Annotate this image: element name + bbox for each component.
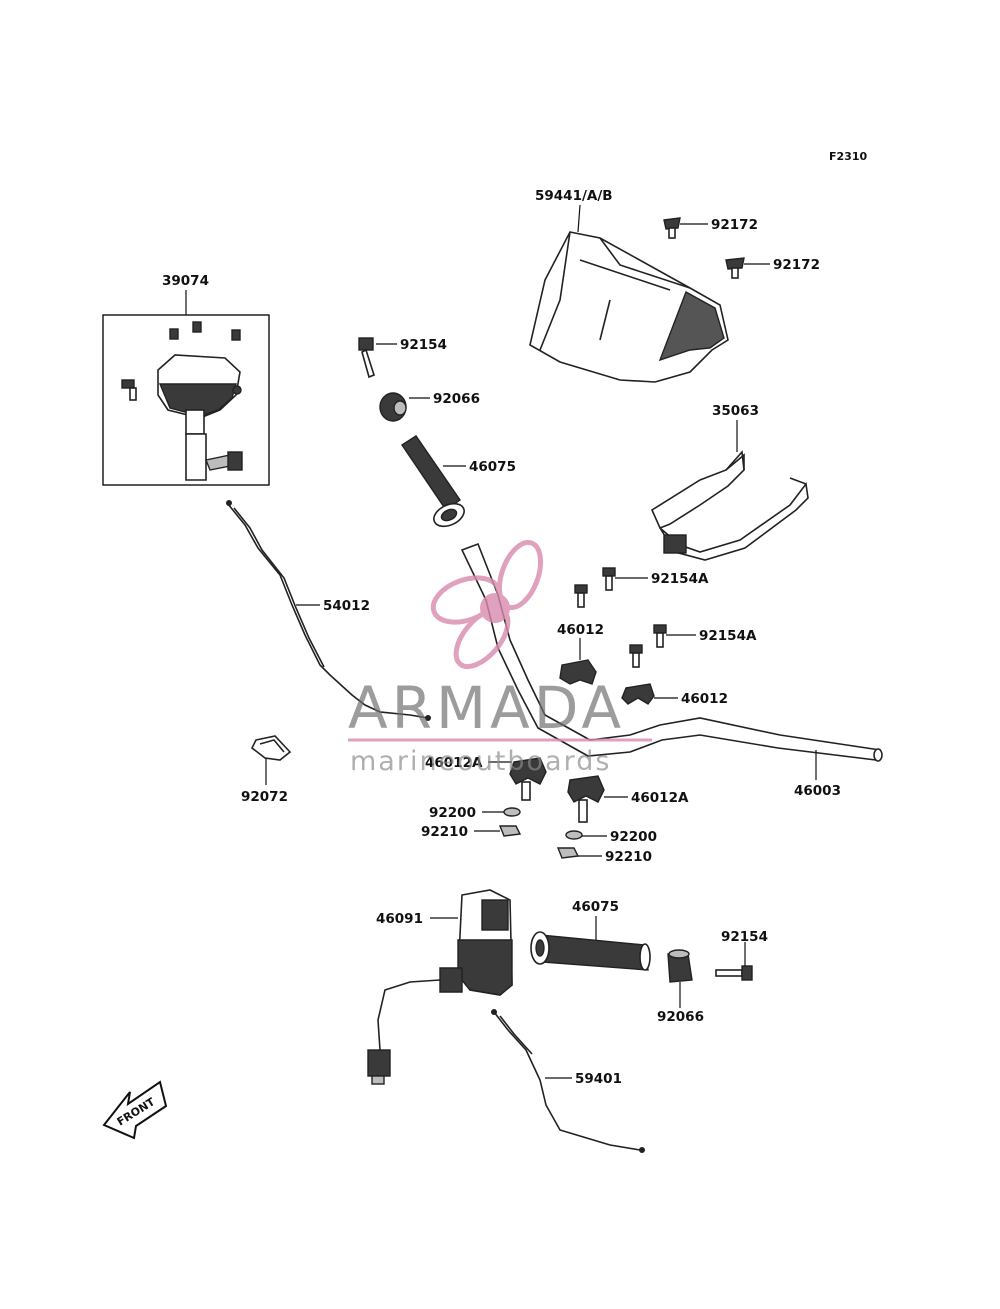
watermark-tagline: marineoutboards bbox=[350, 746, 611, 777]
label-92066-bottom: 92066 bbox=[657, 1009, 704, 1025]
label-46091: 46091 bbox=[376, 911, 423, 927]
throttle-cable-54012 bbox=[227, 503, 429, 719]
label-92210-a: 92210 bbox=[421, 824, 468, 840]
label-92210-b: 92210 bbox=[605, 849, 652, 865]
label-46075-bottom: 46075 bbox=[572, 899, 619, 915]
figure-code: F2310 bbox=[829, 150, 867, 163]
propeller-icon bbox=[430, 539, 544, 669]
label-92172-a: 92172 bbox=[711, 217, 758, 233]
label-35063: 35063 bbox=[712, 403, 759, 419]
handlebar-46003-part bbox=[460, 542, 883, 762]
windshield-cover-part bbox=[529, 231, 729, 383]
front-arrow: FRONT bbox=[102, 1080, 168, 1140]
grip-46075-bottom bbox=[530, 931, 651, 971]
cable-59401 bbox=[493, 1011, 641, 1151]
label-59441: 59441/A/B bbox=[535, 188, 613, 204]
bolt-92154A-a bbox=[574, 567, 616, 608]
weight-92066-top bbox=[379, 392, 407, 422]
label-46012-b: 46012 bbox=[681, 691, 728, 707]
clip-92072 bbox=[250, 735, 292, 761]
switch-housing-46091 bbox=[367, 889, 513, 1085]
holder-46012A-b bbox=[567, 775, 605, 823]
leader-59441 bbox=[577, 204, 581, 233]
throttle-case-part bbox=[121, 321, 243, 481]
bolt-92154A-b bbox=[629, 624, 667, 668]
nut-92210-a bbox=[498, 825, 522, 837]
label-92172-b: 92172 bbox=[773, 257, 820, 273]
bolt-92154-bottom bbox=[715, 965, 753, 981]
clamp-46012-a bbox=[559, 659, 597, 685]
washer-92200-a bbox=[503, 807, 521, 817]
grip-46075-top bbox=[401, 435, 465, 528]
nut-92210-b bbox=[556, 847, 580, 859]
label-92066-top: 92066 bbox=[433, 391, 480, 407]
label-46075-top: 46075 bbox=[469, 459, 516, 475]
watermark-logo: ARMADA marineoutboards bbox=[348, 539, 652, 777]
watermark-brand: ARMADA bbox=[348, 674, 625, 742]
label-59401: 59401 bbox=[575, 1071, 622, 1087]
label-46012-a: 46012 bbox=[557, 622, 604, 638]
screw-92172-a bbox=[663, 217, 681, 239]
label-92154A-b: 92154A bbox=[699, 628, 757, 644]
label-92200-a: 92200 bbox=[429, 805, 476, 821]
label-39074: 39074 bbox=[162, 273, 209, 289]
screw-92172-b bbox=[725, 257, 745, 279]
clamp-46012-b bbox=[621, 683, 655, 705]
bracket-35063-part bbox=[650, 450, 809, 561]
holder-46012A-a bbox=[509, 757, 547, 801]
washer-92200-b bbox=[565, 830, 583, 840]
label-92154-bottom: 92154 bbox=[721, 929, 768, 945]
label-92154A-a: 92154A bbox=[651, 571, 709, 587]
label-46012A-a: 46012A bbox=[425, 755, 483, 771]
label-92200-b: 92200 bbox=[610, 829, 657, 845]
label-46003: 46003 bbox=[794, 783, 841, 799]
weight-92066-bottom bbox=[667, 949, 693, 983]
label-92072: 92072 bbox=[241, 789, 288, 805]
label-92154-top: 92154 bbox=[400, 337, 447, 353]
bolt-92154-top bbox=[358, 337, 375, 379]
label-46012A-b: 46012A bbox=[631, 790, 689, 806]
label-54012: 54012 bbox=[323, 598, 370, 614]
